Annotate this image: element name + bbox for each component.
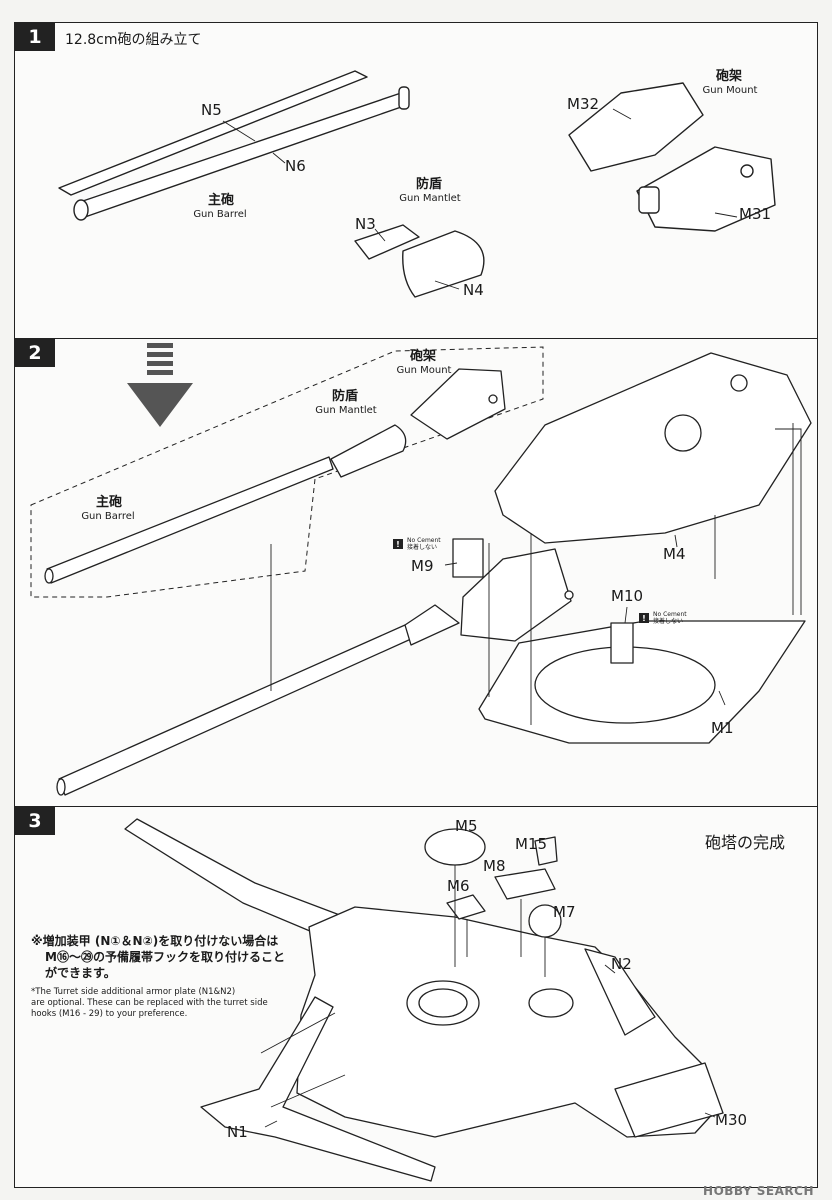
part-m15 — [534, 836, 558, 866]
caption-mount-jp: 砲架 — [409, 349, 436, 364]
step-2-panel: 2 — [14, 338, 818, 808]
leader-n5 — [222, 120, 256, 142]
warning-icon: ! — [393, 539, 403, 549]
caption-mantlet-en: Gun Mantlet — [399, 193, 461, 204]
leader-m9 — [444, 562, 458, 566]
barrel-half-n5 — [58, 70, 368, 196]
turret-roof-m4 — [494, 352, 812, 544]
part-label-n3: N3 — [355, 215, 376, 233]
part-label-m4: M4 — [663, 545, 686, 563]
warning-icon: ! — [639, 613, 649, 623]
mount-m32 — [568, 82, 704, 172]
part-label-n4: N4 — [463, 281, 484, 299]
caption-mantlet-jp: 防盾 — [331, 389, 358, 404]
leader-n3 — [374, 228, 386, 242]
assembled-barrel — [58, 624, 412, 796]
step-title: 砲塔の完成 — [705, 833, 786, 852]
step-1-panel: 1 12.8cm砲の組み立て N5 N6 N3 N4 — [14, 22, 818, 340]
part-label-m9: M9 — [411, 557, 434, 575]
part-m6 — [446, 894, 486, 920]
part-label-m1: M1 — [711, 719, 734, 737]
step-3-drawing — [124, 818, 724, 1182]
caption-barrel-en: Gun Barrel — [193, 209, 247, 220]
part-label-m8: M8 — [483, 857, 506, 875]
part-label-m6: M6 — [447, 877, 470, 895]
part-label-m7: M7 — [553, 903, 576, 921]
part-label-n1: N1 — [227, 1123, 248, 1141]
step-number: 3 — [15, 807, 55, 835]
leader-m1 — [718, 690, 726, 706]
barrel-half-n6 — [76, 92, 408, 218]
caption-barrel-jp: 主砲 — [95, 495, 122, 510]
caption-barrel-en: Gun Barrel — [81, 511, 135, 522]
part-label-n6: N6 — [285, 157, 306, 175]
leader-m31 — [714, 212, 738, 218]
caption-mantlet-jp: 防盾 — [415, 177, 442, 192]
step-number: 2 — [15, 339, 55, 367]
caption-mount-en: Gun Mount — [702, 85, 758, 96]
side-armor-n1 — [200, 996, 436, 1182]
down-arrow-icon — [127, 343, 193, 427]
part-m8 — [494, 868, 556, 900]
mantlet-n3 — [354, 224, 420, 260]
side-armor-n2 — [584, 948, 656, 1036]
step-title: 12.8cm砲の組み立て — [65, 32, 202, 48]
optional-note-jp: ※増加装甲 (N①＆N②)を取り付けない場合は M⑯〜㉙の予備履帯フックを取り付… — [31, 934, 285, 980]
rear-panel-m30 — [614, 1062, 724, 1138]
mount-m31 — [636, 146, 776, 232]
part-label-m30: M30 — [715, 1111, 748, 1129]
leader-m4 — [674, 534, 678, 548]
step-1-drawing — [58, 70, 776, 298]
leader-n1 — [264, 1120, 278, 1128]
leader-n2 — [604, 964, 616, 974]
part-label-m32: M32 — [567, 95, 600, 113]
part-label-m31: M31 — [739, 205, 772, 223]
part-label-m15: M15 — [515, 835, 548, 853]
part-label-m10: M10 — [611, 587, 644, 605]
caption-mantlet-en: Gun Mantlet — [315, 405, 377, 416]
watermark: HOBBY SEARCH — [703, 1184, 814, 1198]
part-label-n2: N2 — [611, 955, 632, 973]
optional-note-en: *The Turret side additional armor plate … — [31, 987, 268, 1019]
step-2-drawing — [30, 343, 812, 796]
leader-m30 — [704, 1112, 716, 1118]
subassembly-dashed-box — [30, 346, 544, 598]
leader-m10 — [624, 606, 628, 624]
mantlet-n4 — [402, 230, 485, 298]
leader-n4 — [434, 280, 460, 290]
caption-mount-jp: 砲架 — [715, 69, 742, 84]
step-3-panel: 3 砲塔の完成 — [14, 806, 818, 1188]
leader-m32 — [612, 108, 632, 120]
part-label-m5: M5 — [455, 817, 478, 835]
caption-mount-en: Gun Mount — [396, 365, 452, 376]
step-number: 1 — [15, 23, 55, 51]
caption-barrel-jp: 主砲 — [207, 193, 234, 208]
leader-n6 — [272, 152, 286, 164]
part-label-n5: N5 — [201, 101, 222, 119]
completed-turret — [296, 906, 720, 1138]
